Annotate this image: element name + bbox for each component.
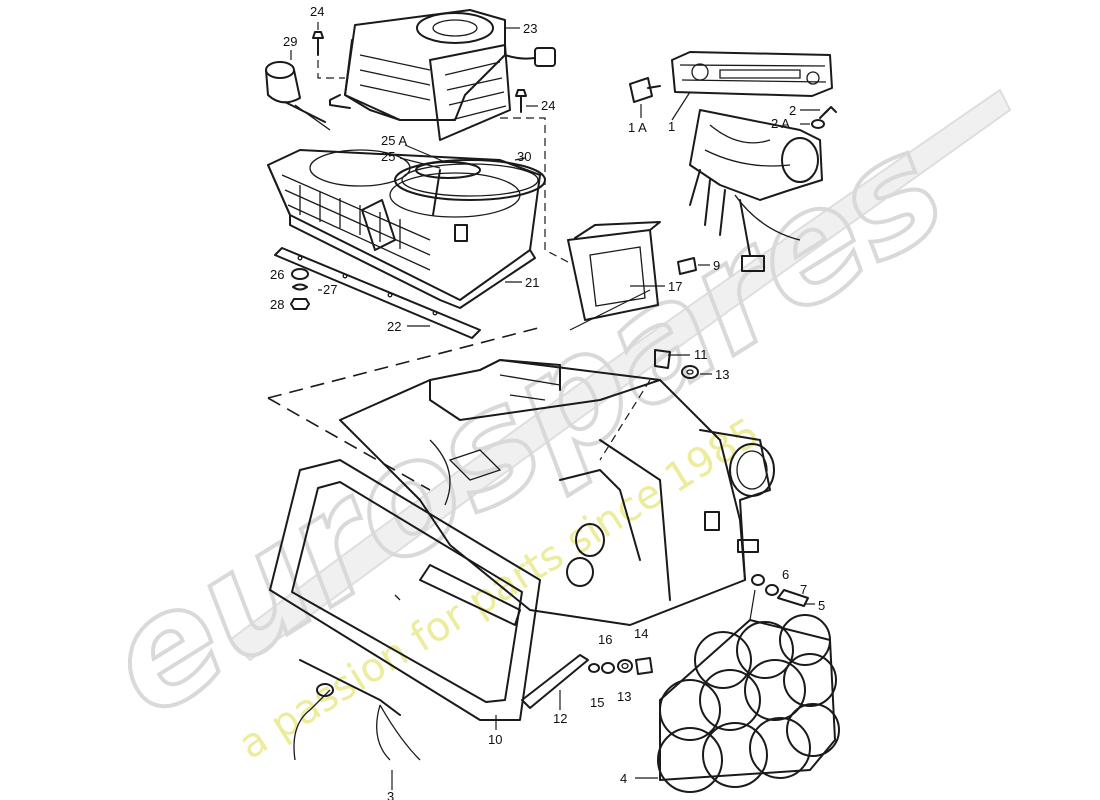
callout-7: 7	[800, 582, 807, 597]
callout-2a: 2 A	[771, 116, 790, 131]
fasteners-13-16	[588, 657, 653, 675]
blower-housing-21	[267, 149, 541, 309]
callout-28: 28	[270, 297, 284, 312]
assembly-dashed-line	[267, 327, 539, 399]
callout-3: 3	[387, 789, 394, 800]
strip-22	[274, 247, 481, 339]
air-duct-17	[567, 221, 665, 331]
callout-12: 12	[553, 711, 567, 726]
callout-26: 26	[270, 267, 284, 282]
callout-6: 6	[782, 567, 789, 582]
callout-11: 11	[694, 347, 708, 362]
callout-25: 25	[381, 149, 395, 164]
callout-14: 14	[634, 626, 648, 641]
callout-27: 27	[323, 282, 337, 297]
control-mechanism	[689, 109, 823, 272]
watermark: eurospares a passion for parts since 198…	[75, 88, 1012, 768]
callout-2: 2	[789, 103, 796, 118]
callout-24-top: 24	[310, 4, 324, 19]
gasket-10	[269, 459, 541, 730]
vent-panel	[394, 564, 521, 626]
watermark-brand: eurospares	[77, 100, 974, 750]
callout-23: 23	[523, 21, 537, 36]
callout-4: 4	[620, 771, 627, 786]
callout-29: 29	[283, 34, 297, 49]
callout-15: 15	[590, 695, 604, 710]
callout-22: 22	[387, 319, 401, 334]
control-panel-1	[671, 51, 833, 121]
callout-30: 30	[517, 149, 531, 164]
callout-21: 21	[525, 275, 539, 290]
heater-housing	[339, 349, 775, 626]
nut-13-top	[681, 365, 712, 379]
connector-1a	[629, 77, 661, 118]
screw-2	[800, 106, 837, 119]
callout-9: 9	[713, 258, 720, 273]
cable-3	[293, 659, 421, 790]
callout-1a: 1 A	[628, 120, 647, 135]
callout-24-right: 24	[541, 98, 555, 113]
fasteners-26-27-28	[290, 268, 322, 310]
screw-24-right	[515, 89, 538, 113]
callout-17: 17	[668, 279, 682, 294]
blower-motor	[329, 9, 556, 141]
strip-12	[521, 654, 589, 710]
fasteners-5-7	[751, 574, 815, 607]
filter-bag-4	[635, 589, 840, 793]
callout-16: 16	[598, 632, 612, 647]
callout-10: 10	[488, 732, 502, 747]
screw-24-top	[312, 22, 324, 56]
callout-25a: 25 A	[381, 133, 407, 148]
callout-13-bottom: 13	[617, 689, 631, 704]
callout-1: 1	[668, 119, 675, 134]
assembly-dashed-line-2	[267, 397, 431, 491]
disc-25	[399, 144, 481, 216]
washer-2a	[800, 119, 825, 129]
sensor-9	[677, 257, 710, 275]
switch-29	[265, 50, 331, 131]
callout-13-top: 13	[715, 367, 729, 382]
callout-5: 5	[818, 598, 825, 613]
